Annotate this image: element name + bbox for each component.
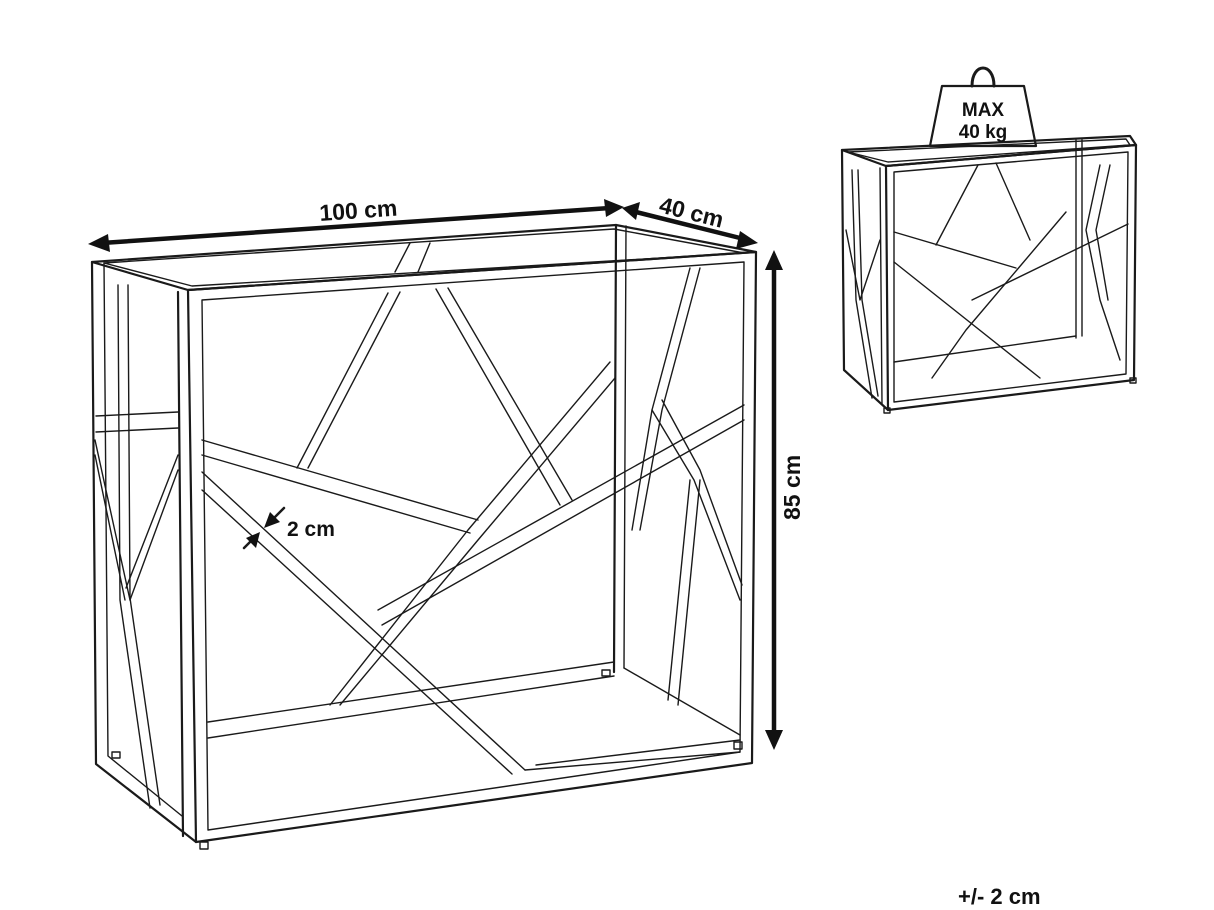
height-label: 85 cm	[779, 455, 805, 520]
load-max-label: MAX	[962, 100, 1005, 121]
width-label: 100 cm	[319, 195, 399, 226]
depth-dimension: 40 cm	[622, 192, 758, 249]
left-side-frame	[90, 260, 198, 844]
load-weight-label: 40 kg	[959, 122, 1008, 143]
console-table-main	[90, 223, 758, 850]
tube-label: 2 cm	[287, 518, 335, 541]
feet	[111, 669, 743, 850]
tolerance-label: +/- 2 cm	[958, 884, 1041, 909]
width-dimension: 100 cm	[88, 195, 624, 252]
back-post	[207, 223, 741, 739]
height-dimension: 85 cm	[765, 250, 805, 750]
weight-icon: MAX 40 kg	[928, 66, 1038, 148]
tube-dimension: 2 cm	[242, 506, 335, 550]
console-table-load	[840, 134, 1138, 414]
front-geometric-bars	[201, 287, 745, 775]
right-side-decoration	[631, 267, 743, 706]
